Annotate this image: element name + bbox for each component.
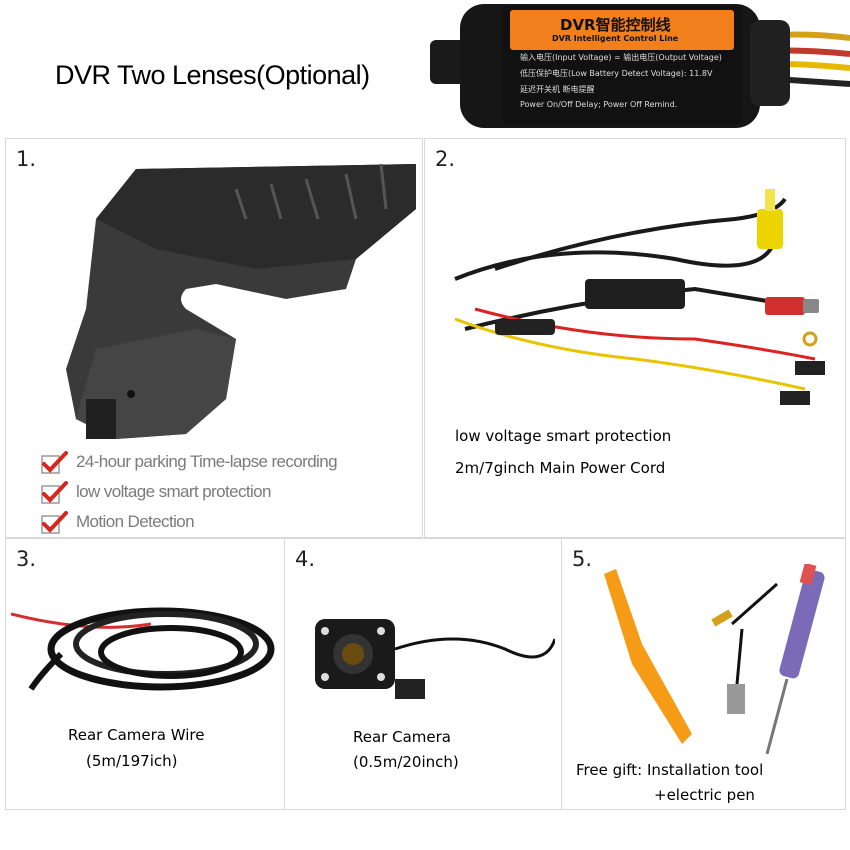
feature-text: 24-hour parking Time-lapse recording xyxy=(76,452,338,471)
panel-label-line-2: (0.5m/20inch) xyxy=(353,753,459,771)
module-subtitle: DVR Intelligent Control Line xyxy=(552,34,679,43)
panel-free-gift: 5. Free gift: Installation tool +electri… xyxy=(561,538,846,810)
panel-number: 2. xyxy=(435,147,456,171)
panel-number: 3. xyxy=(16,547,37,571)
module-line-2: 低压保护电压(Low Battery Detect Voltage): 11.8… xyxy=(520,69,713,78)
panel-label-line-1: Rear Camera Wire xyxy=(68,726,205,744)
module-title: DVR智能控制线 xyxy=(560,16,671,34)
feature-text: Motion Detection xyxy=(76,512,195,531)
control-module-image: DVR智能控制线 DVR Intelligent Control Line 输入… xyxy=(430,0,850,135)
panel-number: 1. xyxy=(16,147,37,171)
panel-number: 5. xyxy=(572,547,593,571)
panel-label-line-2: 2m/7ginch Main Power Cord xyxy=(455,459,666,477)
panel-label-line-1: Rear Camera xyxy=(353,728,451,746)
page-title: DVR Two Lenses(Optional) xyxy=(55,60,370,90)
feature-text: low voltage smart protection xyxy=(76,482,271,501)
installation-tool-image xyxy=(592,564,832,754)
module-line-3: 延迟开关机 断电提醒 xyxy=(520,85,595,94)
checkbox-check-icon xyxy=(41,481,68,504)
panel-label-line-1: Free gift: Installation tool xyxy=(576,761,764,779)
module-line-1: 输入电压(Input Voltage) = 输出电压(Output Voltag… xyxy=(520,53,722,62)
rear-camera-wire-image xyxy=(11,594,281,704)
panel-label-line-2: +electric pen xyxy=(654,786,755,804)
panel-dvr-camera: 1. 24-hour parking Time-lapse recording xyxy=(5,138,423,538)
dvr-camera-image xyxy=(56,149,416,449)
checkbox-check-icon xyxy=(41,451,68,474)
checkbox-check-icon xyxy=(41,511,68,534)
panel-label-line-2: (5m/197ich) xyxy=(86,752,178,770)
rear-camera-image xyxy=(305,609,555,709)
panel-number: 4. xyxy=(295,547,316,571)
panel-label-line-1: low voltage smart protection xyxy=(455,427,672,445)
power-cord-image xyxy=(435,189,835,419)
module-line-4: Power On/Off Delay; Power Off Remind. xyxy=(520,100,678,109)
panel-power-cord: 2. low voltage smart protection 2m/7ginc… xyxy=(424,138,846,538)
panel-rear-camera-wire: 3. Rear Camera Wire (5m/197ich) xyxy=(5,538,285,810)
panel-rear-camera: 4. Rear Camera (0.5m/20inch) xyxy=(284,538,562,810)
